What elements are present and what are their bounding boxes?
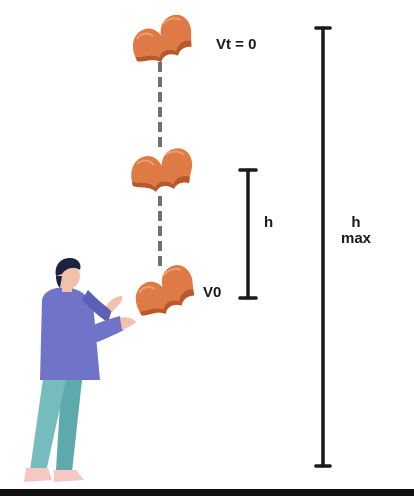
height-bar-hmax: [314, 26, 332, 468]
person-figure: [24, 258, 136, 482]
label-hmax: h max: [336, 215, 376, 247]
label-v0: V0: [203, 284, 222, 301]
height-bar-h: [238, 168, 258, 300]
label-hmax-sub: max: [340, 230, 372, 247]
label-vt-zero: Vt = 0: [216, 36, 257, 53]
label-h: h: [264, 214, 274, 231]
tile-top: [125, 9, 200, 72]
tile-bottom: [126, 259, 203, 326]
ground-line: [0, 489, 414, 496]
tile-middle: [126, 145, 198, 197]
label-hmax-h: h: [351, 214, 361, 231]
